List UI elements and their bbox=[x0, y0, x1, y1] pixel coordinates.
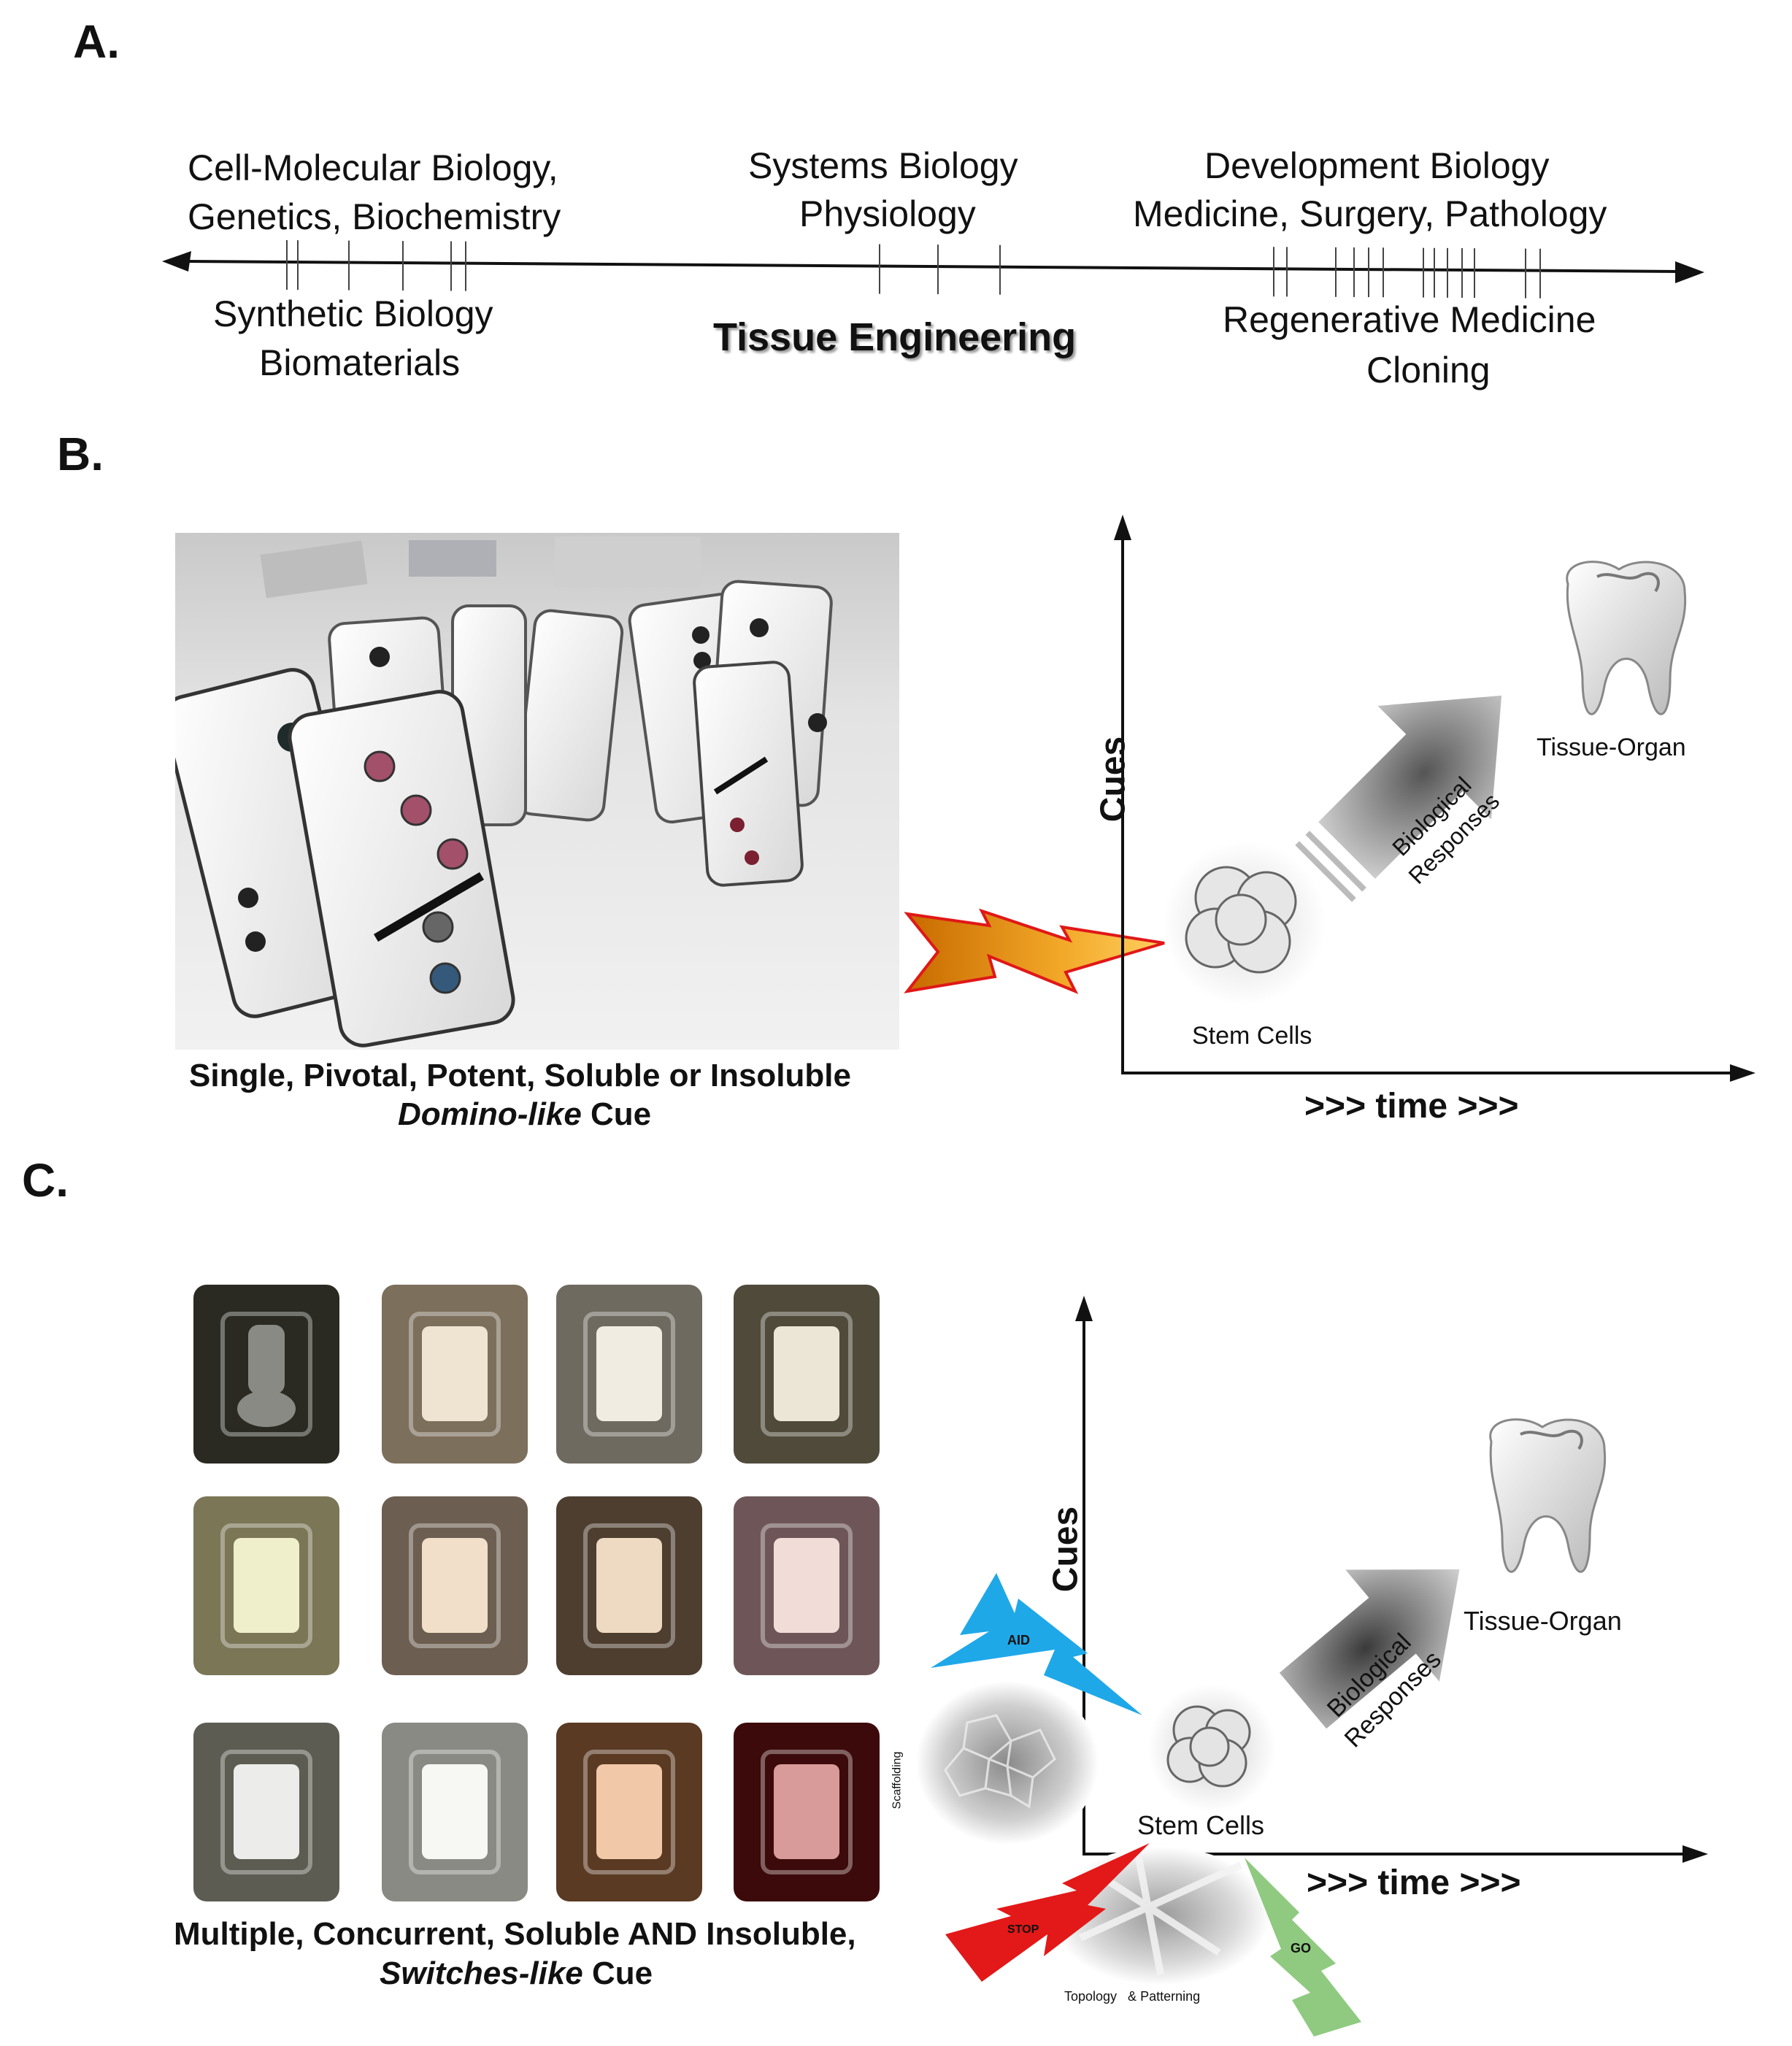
stem-cells-image-b bbox=[1163, 842, 1326, 1005]
label-genetics: Genetics, Biochemistry bbox=[188, 196, 561, 237]
panel-a-label: A. bbox=[73, 15, 120, 68]
switch-tile bbox=[734, 1723, 880, 1901]
bolt-go-text: GO bbox=[1291, 1941, 1311, 1955]
switch-tile bbox=[556, 1285, 702, 1464]
lightning-bolt-go: GO bbox=[1245, 1858, 1361, 2037]
graph-b-y-label: Cues bbox=[1093, 736, 1133, 823]
topology-label: Topology & Patterning bbox=[1064, 1989, 1201, 2004]
switch-tile bbox=[193, 1723, 339, 1901]
domino-caption-italic: Domino-like bbox=[398, 1096, 582, 1132]
switch-tile bbox=[193, 1496, 339, 1675]
switch-tile bbox=[556, 1723, 702, 1901]
switches-caption-line2: Switches-like Cue bbox=[380, 1958, 653, 1990]
domino-caption-rest: Cue bbox=[581, 1096, 652, 1132]
switches-caption-rest: Cue bbox=[582, 1955, 653, 1991]
label-development-biology: Development Biology bbox=[1204, 145, 1550, 186]
switch-tile bbox=[382, 1285, 528, 1464]
switch-tiles-grid bbox=[179, 1281, 894, 1931]
tooth-image-b bbox=[1566, 561, 1687, 715]
label-biomaterials: Biomaterials bbox=[259, 342, 461, 383]
switch-tile bbox=[556, 1496, 702, 1675]
switch-tile bbox=[734, 1496, 880, 1675]
label-synthetic-biology: Synthetic Biology bbox=[213, 293, 493, 334]
timeline-right-arrowhead bbox=[1675, 261, 1704, 283]
switches-caption-line1: Multiple, Concurrent, Soluble AND Insolu… bbox=[174, 1916, 856, 1952]
stem-cells-image-c bbox=[1147, 1684, 1276, 1812]
lightning-bolt-aid: AID bbox=[931, 1573, 1142, 1715]
label-systems-biology: Systems Biology bbox=[748, 145, 1018, 186]
graph-b-axes bbox=[1114, 515, 1756, 1082]
switches-caption-italic: Switches-like bbox=[380, 1955, 583, 1991]
label-cell-molecular: Cell-Molecular Biology, bbox=[188, 147, 558, 188]
switch-tile bbox=[193, 1285, 339, 1464]
lightning-bolt-stop: STOP bbox=[945, 1843, 1150, 1982]
switch-tile bbox=[382, 1723, 528, 1901]
graph-c-x-label: >>> time >>> bbox=[1307, 1864, 1521, 1902]
timeline-line bbox=[178, 260, 1680, 273]
label-tissue-engineering: Tissue Engineering bbox=[713, 315, 1077, 359]
label-regenerative-medicine: Regenerative Medicine bbox=[1223, 299, 1596, 340]
scaffolding-image bbox=[916, 1681, 1099, 1845]
scaffolding-label: Scaffolding bbox=[891, 1751, 904, 1810]
label-physiology: Physiology bbox=[799, 193, 976, 234]
tissue-organ-label-c: Tissue-Organ bbox=[1464, 1606, 1622, 1636]
stem-cells-label-b: Stem Cells bbox=[1192, 1022, 1312, 1050]
label-medicine-surgery: Medicine, Surgery, Pathology bbox=[1133, 193, 1607, 234]
timeline-axis bbox=[162, 240, 1704, 299]
domino-caption-line1: Single, Pivotal, Potent, Soluble or Inso… bbox=[189, 1058, 851, 1093]
bolt-aid-text: AID bbox=[1007, 1633, 1030, 1647]
domino-caption-line2: Domino-like Cue bbox=[398, 1099, 651, 1131]
switch-tile bbox=[382, 1496, 528, 1675]
graph-b-x-label: >>> time >>> bbox=[1304, 1087, 1519, 1126]
panel-c-label: C. bbox=[22, 1154, 69, 1207]
panel-b-label: B. bbox=[57, 428, 104, 480]
timeline-left-arrowhead bbox=[162, 251, 191, 272]
tissue-organ-label-b: Tissue-Organ bbox=[1537, 734, 1686, 761]
tooth-image-c bbox=[1489, 1418, 1607, 1573]
lightning-bolt-b bbox=[904, 908, 1165, 994]
dominoes-image bbox=[175, 533, 899, 1050]
switch-tile bbox=[734, 1285, 880, 1464]
stem-cells-label-c: Stem Cells bbox=[1137, 1810, 1265, 1840]
label-cloning: Cloning bbox=[1366, 350, 1491, 391]
bolt-stop-text: STOP bbox=[1007, 1923, 1039, 1936]
